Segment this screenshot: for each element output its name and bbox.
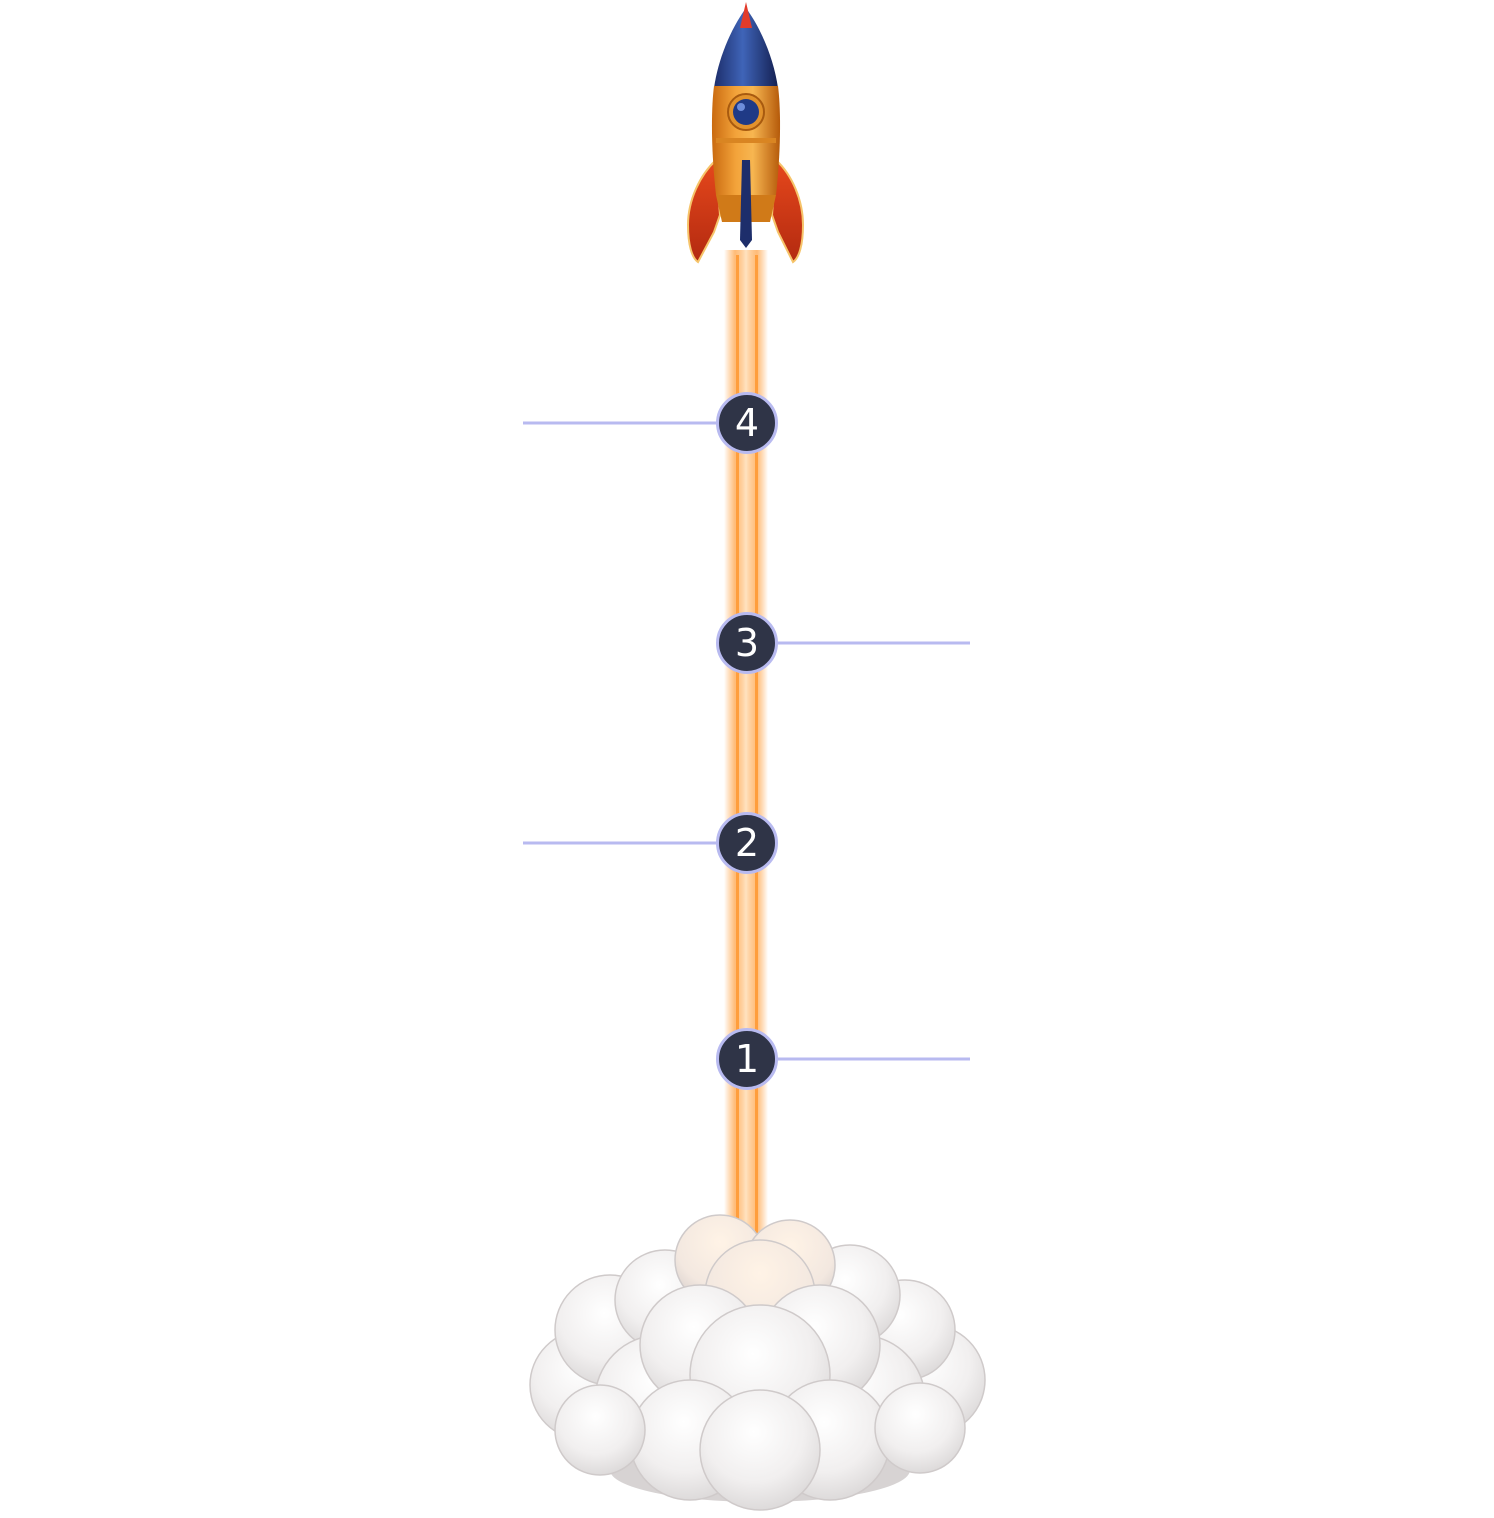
connector-lines — [523, 421, 970, 1061]
step-badge-2: 2 — [716, 812, 778, 874]
cloud-icon — [529, 1214, 986, 1511]
rocket-band — [716, 138, 776, 143]
trail-left-line — [736, 255, 739, 1255]
rocket-icon — [686, 2, 805, 264]
rocket-fin-right — [770, 157, 805, 264]
trail-right-line — [755, 255, 758, 1255]
step-badge-1: 1 — [716, 1028, 778, 1090]
cloud-puffs — [529, 1214, 986, 1511]
rocket-center-fin — [740, 160, 752, 248]
step-badge-4: 4 — [716, 392, 778, 454]
rocket-window — [733, 99, 759, 125]
rocket-window-glint — [737, 103, 745, 111]
rocket-tip — [740, 2, 752, 28]
rocket-fin-left — [686, 157, 722, 264]
rocket-nose — [714, 8, 778, 88]
step-badge-3: 3 — [716, 612, 778, 674]
